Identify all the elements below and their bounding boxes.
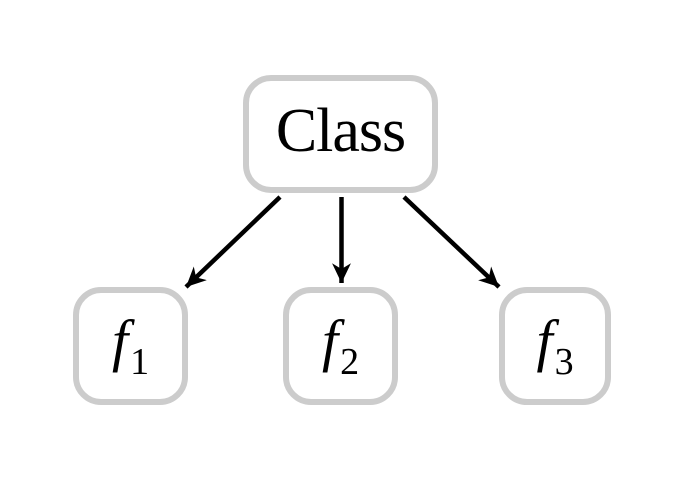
feature-node-f1: f 1 (73, 287, 188, 405)
feature-node-f2: f 2 (283, 287, 398, 405)
feature-node-f3: f 3 (499, 287, 611, 405)
arrow-class-to-f1 (184, 195, 282, 289)
class-node: Class (243, 75, 438, 193)
f1-subscript: 1 (130, 341, 150, 383)
f2-base: f (321, 308, 339, 373)
feature-node-f1-label: f 1 (111, 308, 150, 383)
f3-base: f (536, 308, 553, 373)
f3-subscript: 3 (554, 341, 574, 383)
feature-node-f3-label: f 3 (536, 308, 574, 383)
f2-subscript: 2 (340, 341, 360, 383)
class-node-label: Class (275, 97, 406, 165)
feature-node-f2-label: f 2 (321, 308, 360, 383)
f1-base: f (111, 308, 129, 373)
arrow-class-to-f3 (402, 195, 501, 289)
